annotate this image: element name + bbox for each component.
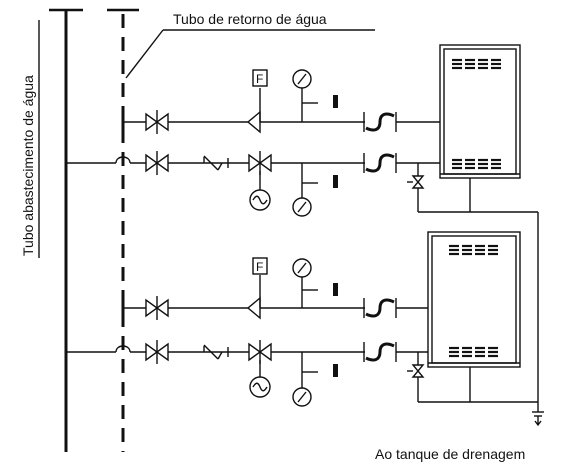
valve-icon xyxy=(248,340,272,364)
pressure-gauge-icon xyxy=(292,197,312,217)
unit1-drain xyxy=(407,163,538,213)
unit1-return-branch xyxy=(121,69,440,134)
thermometer-icon xyxy=(333,95,338,108)
check-valve-icon xyxy=(246,296,261,320)
thermometer-icon xyxy=(333,283,338,296)
thermometer-icon xyxy=(333,175,338,188)
unit2-cabinet xyxy=(427,231,521,368)
pressure-gauge-icon xyxy=(292,258,312,278)
drain-valve-icon xyxy=(411,364,425,378)
pressure-gauge-icon xyxy=(292,387,312,407)
valve-icon xyxy=(145,151,169,175)
flow-switch-icon xyxy=(252,257,268,275)
unit1-cabinet xyxy=(439,44,521,179)
pump-icon xyxy=(249,189,271,211)
ground-icon xyxy=(532,411,544,427)
flexible-joint-icon xyxy=(363,153,397,173)
valve-icon xyxy=(145,296,169,320)
unit2-return-branch xyxy=(121,257,440,320)
drain-valve-icon xyxy=(411,175,425,189)
return-pipe xyxy=(107,8,139,452)
strainer-icon xyxy=(203,344,229,360)
flexible-joint-icon xyxy=(363,112,397,132)
return-pipe-label: Tubo de retorno de água xyxy=(173,11,327,27)
pump-icon xyxy=(249,376,271,398)
supply-pipe xyxy=(49,8,83,452)
flow-switch-icon xyxy=(252,69,268,87)
thermometer-icon xyxy=(333,364,338,377)
drain-line xyxy=(532,212,544,427)
return-pipe-leader xyxy=(125,29,164,79)
flow-switch-glyph: F xyxy=(256,72,263,86)
unit2-drain xyxy=(407,352,538,403)
valve-icon xyxy=(145,340,169,364)
flexible-joint-icon xyxy=(363,298,397,318)
unit2-supply-branch xyxy=(66,340,440,407)
strainer-icon xyxy=(203,155,229,171)
check-valve-icon xyxy=(246,110,261,134)
flow-switch-glyph: F xyxy=(256,260,263,274)
flexible-joint-icon xyxy=(363,342,397,362)
unit1-supply-branch xyxy=(66,151,440,217)
pressure-gauge-icon xyxy=(292,69,312,89)
valve-icon xyxy=(145,110,169,134)
drain-label: Ao tanque de drenagem xyxy=(375,446,525,462)
supply-pipe-label: Tubo abastecimento de água xyxy=(20,75,36,256)
